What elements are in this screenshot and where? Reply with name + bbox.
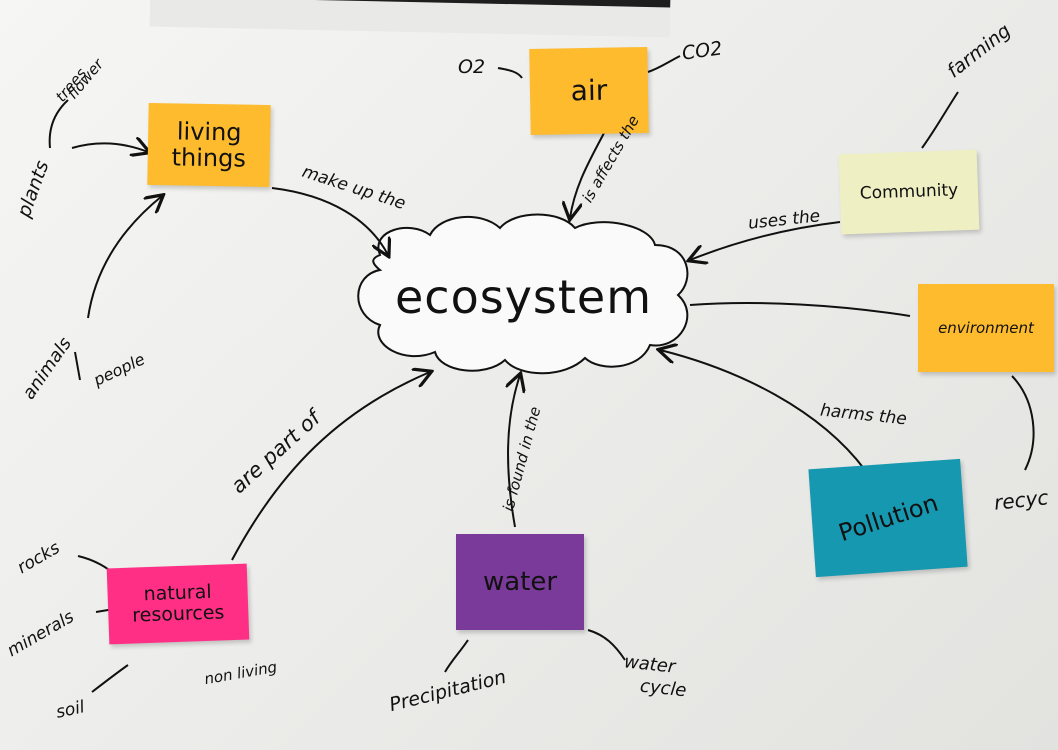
arrow-community <box>690 221 841 260</box>
line-o2 <box>497 67 523 79</box>
note-living-things-label: living things <box>171 117 247 173</box>
ecosystem-cloud <box>357 213 689 375</box>
line-environment <box>689 302 911 317</box>
line-people <box>74 351 81 381</box>
note-pollution-label: Pollution <box>834 488 942 548</box>
line-farming <box>921 91 959 149</box>
note-community-label: Community <box>859 179 959 204</box>
note-natural-resources-label: natural resources <box>131 580 225 627</box>
line-water-cycle <box>587 629 626 661</box>
note-water-label: water <box>482 566 558 597</box>
note-water: water <box>456 534 584 630</box>
arrow-plants <box>71 143 148 152</box>
note-environment: environment <box>918 284 1054 372</box>
line-soil <box>91 664 129 693</box>
note-air-label: air <box>570 73 608 107</box>
ecosystem-label: ecosystem <box>395 270 653 324</box>
arrow-animals <box>87 196 162 319</box>
line-precipitation <box>444 639 469 673</box>
note-natural-resources: natural resources <box>106 563 250 645</box>
note-environment-label: environment <box>938 318 1034 337</box>
arrow-air <box>570 132 605 218</box>
note-pollution: Pollution <box>808 458 968 578</box>
line-trees <box>48 99 69 149</box>
note-community: Community <box>838 149 980 235</box>
arrow-living-things <box>271 187 388 255</box>
branch-o2: O2 <box>458 56 486 78</box>
arrow-water <box>508 375 520 528</box>
line-recycle <box>1011 375 1035 471</box>
arrow-natural-resources <box>231 372 430 561</box>
line-co2 <box>647 55 681 73</box>
arrow-pollution <box>660 350 866 471</box>
note-living-things: living things <box>147 102 271 188</box>
